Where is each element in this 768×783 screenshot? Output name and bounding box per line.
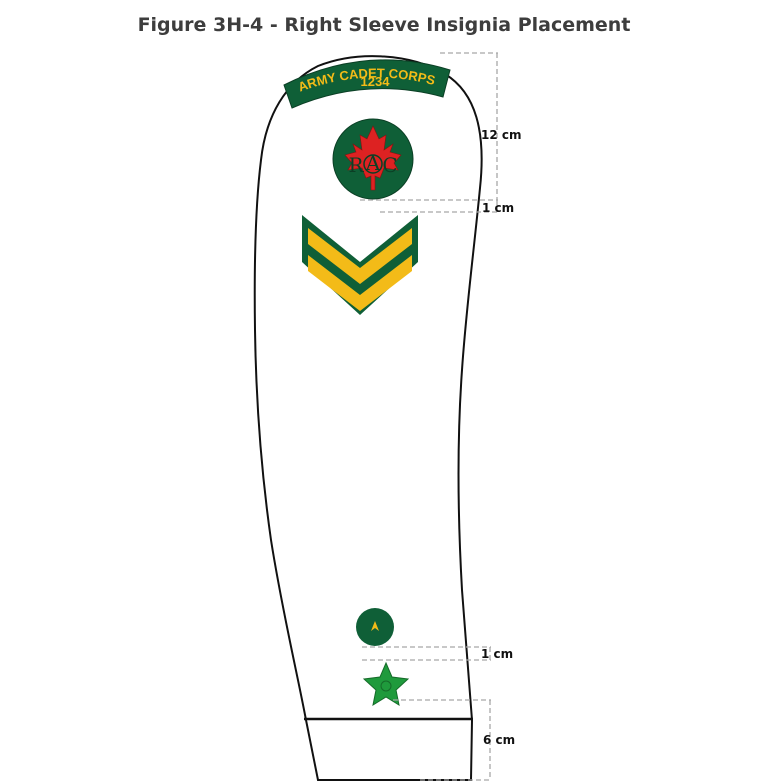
chevron-rank-insignia — [302, 215, 418, 315]
round-pin-badge — [356, 608, 394, 646]
rac-badge: R A C — [332, 118, 414, 200]
badge-letter-r: R — [348, 153, 364, 177]
dim-label-1cm-top: 1 cm — [482, 201, 514, 215]
tab-line2: 1234 — [361, 74, 391, 89]
maple-leaf-icon — [344, 125, 402, 191]
dim-label-6cm: 6 cm — [483, 733, 515, 747]
arrow-up-icon — [371, 621, 379, 631]
green-star-badge — [362, 661, 410, 707]
shoulder-title-tab: ARMY CADET CORPS 1234 — [283, 59, 451, 109]
badge-letter-c: C — [382, 153, 397, 177]
dimension-lines — [360, 52, 498, 781]
dim-label-1cm-bottom: 1 cm — [481, 647, 513, 661]
badge-letter-a: A — [365, 151, 381, 175]
dim-label-12cm: 12 cm — [481, 128, 522, 142]
figure-title: Figure 3H-4 - Right Sleeve Insignia Plac… — [137, 14, 631, 36]
